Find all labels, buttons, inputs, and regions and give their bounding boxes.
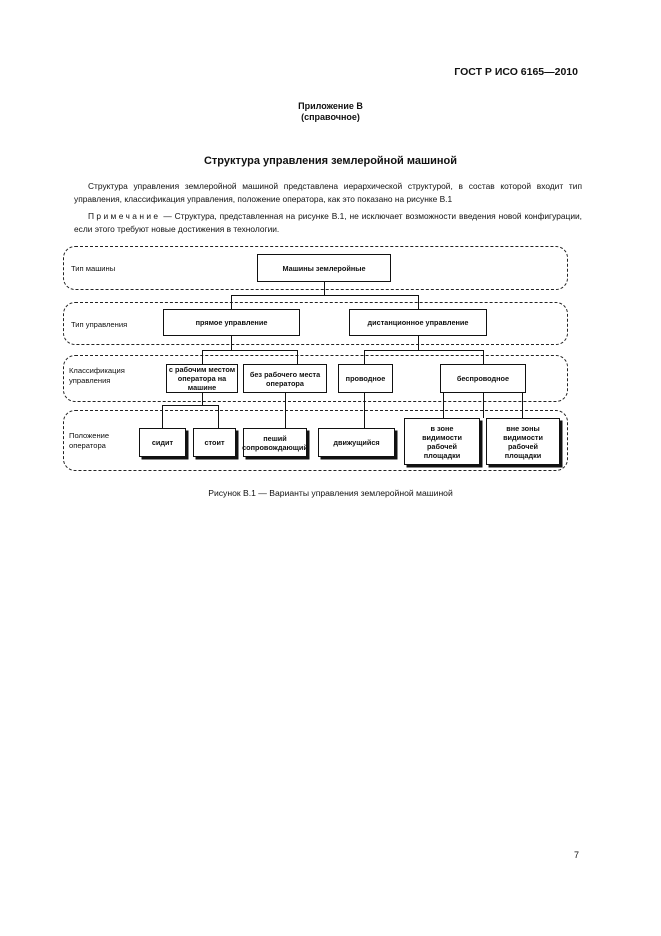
- annex-type: (справочное): [301, 112, 360, 122]
- note-label: Примечание: [88, 211, 161, 221]
- box-without-operator-station: без рабочего места оператора: [243, 364, 327, 393]
- box-moving: движущийся: [318, 428, 395, 457]
- box-wired: проводное: [338, 364, 393, 393]
- box-direct-control: прямое управление: [163, 309, 300, 336]
- section-title: Структура управления землеройной машиной: [203, 155, 458, 167]
- band-control-type: [63, 302, 568, 345]
- intro-paragraph: Структура управления землеройной машиной…: [74, 181, 582, 204]
- box-wireless: беспроводное: [440, 364, 526, 393]
- note-text: — Структура, представленная на рисунке В…: [74, 211, 582, 234]
- level-label-machine-type: Тип машины: [71, 264, 116, 273]
- box-remote-control: дистанционное управление: [349, 309, 487, 336]
- box-out-of-view: вне зоны видимости рабочей площадки: [486, 418, 560, 465]
- box-walking-operator: пеший сопровождающий: [242, 428, 308, 457]
- band-classification: [63, 355, 568, 402]
- box-standing: стоит: [193, 428, 236, 457]
- figure-caption: Рисунок В.1 — Варианты управления землер…: [208, 488, 453, 498]
- level-label-classification: Классификация управления: [69, 366, 125, 385]
- standard-number: ГОСТ Р ИСО 6165—2010: [454, 66, 578, 78]
- band-machine-type: [63, 246, 568, 290]
- control-structure-diagram: Тип машины Тип управления Классификация …: [63, 246, 568, 471]
- note-paragraph: Примечание — Структура, представленная н…: [74, 210, 582, 236]
- level-label-operator-position: Положение оператора: [69, 431, 110, 450]
- band-operator-position: [63, 410, 568, 471]
- level-label-control-type: Тип управления: [71, 320, 128, 329]
- box-with-operator-station: с рабочим местом оператора на машине: [166, 364, 238, 393]
- page-number: 7: [573, 850, 579, 860]
- annex-title: Приложение В: [298, 101, 363, 111]
- box-sitting: сидит: [139, 428, 186, 457]
- box-in-view: в зоне видимости рабочей площадки: [404, 418, 480, 465]
- box-earthmoving-machines: Машины землеройные: [257, 254, 391, 282]
